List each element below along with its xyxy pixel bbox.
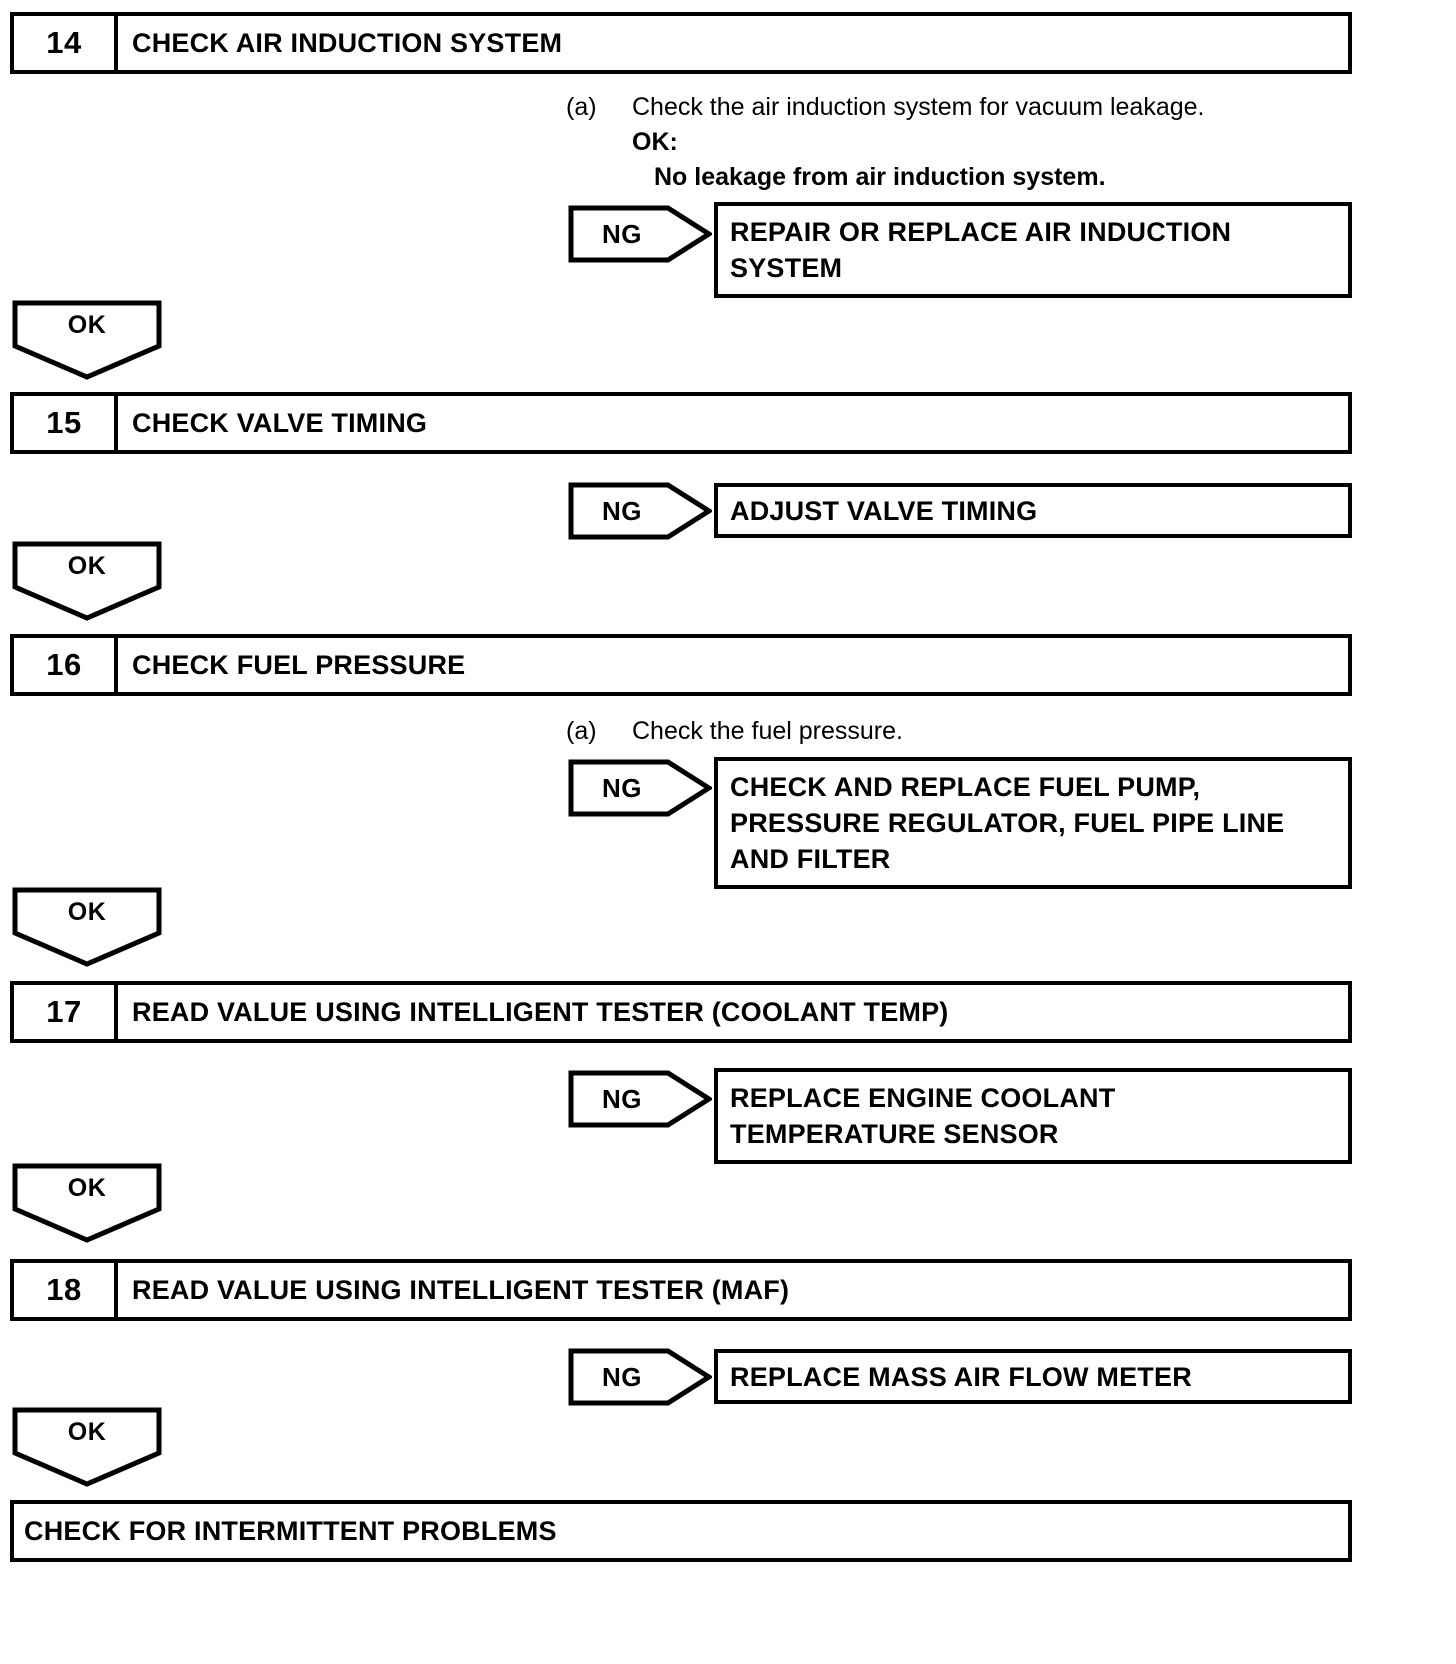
ok-connector-16: OK: [12, 887, 162, 967]
ng-result-line-17-1: REPLACE ENGINE COOLANT: [730, 1083, 1116, 1113]
step-title-17: READ VALUE USING INTELLIGENT TESTER (COO…: [132, 996, 949, 1027]
step-bar-17: 17 READ VALUE USING INTELLIGENT TESTER (…: [10, 981, 1352, 1043]
ng-result-line-16-2: PRESSURE REGULATOR, FUEL PIPE LINE: [730, 808, 1285, 838]
ok-connector-17: OK: [12, 1163, 162, 1243]
final-bar: CHECK FOR INTERMITTENT PROBLEMS: [10, 1500, 1352, 1562]
ng-arrow-17: NG: [568, 1070, 712, 1128]
ok-label-15: OK: [67, 551, 107, 580]
ng-result-line-16-1: CHECK AND REPLACE FUEL PUMP,: [730, 772, 1201, 802]
step-number-18: 18: [14, 1263, 118, 1317]
step-number-14: 14: [14, 16, 118, 70]
step-title-18: READ VALUE USING INTELLIGENT TESTER (MAF…: [132, 1274, 790, 1305]
ng-arrow-shape-icon: [568, 205, 712, 263]
ng-arrow-15: NG: [568, 482, 712, 540]
ng-label-16: NG: [602, 772, 642, 803]
ok-connector-14: OK: [12, 300, 162, 380]
ng-arrow-shape-icon: [568, 482, 712, 540]
ok-connector-15: OK: [12, 541, 162, 621]
ok-label-18: OK: [67, 1417, 107, 1446]
ok-pentagon-shape-icon: [12, 300, 162, 380]
ng-result-box-14: REPAIR OR REPLACE AIR INDUCTION SYSTEM: [714, 202, 1352, 298]
instruction-line-14-3: No leakage from air induction system.: [654, 163, 1106, 191]
step-number-16: 16: [14, 638, 118, 692]
ok-pentagon-shape-icon: [12, 1407, 162, 1487]
ng-arrow-shape-icon: [568, 759, 712, 817]
step-title-14: CHECK AIR INDUCTION SYSTEM: [132, 27, 563, 58]
ng-arrow-18: NG: [568, 1348, 712, 1406]
ng-arrow-shape-icon: [568, 1070, 712, 1128]
ok-pentagon-shape-icon: [12, 1163, 162, 1243]
ng-arrow-16: NG: [568, 759, 712, 817]
ok-label-17: OK: [67, 1173, 107, 1202]
ng-label-15: NG: [602, 495, 642, 526]
ng-result-box-16: CHECK AND REPLACE FUEL PUMP, PRESSURE RE…: [714, 757, 1352, 889]
step-number-17: 17: [14, 985, 118, 1039]
step-bar-15: 15 CHECK VALVE TIMING: [10, 392, 1352, 454]
ng-result-line-18-1: REPLACE MASS AIR FLOW METER: [730, 1361, 1192, 1392]
ng-arrow-shape-icon: [568, 1348, 712, 1406]
ng-label-14: NG: [602, 218, 642, 249]
instruction-line-16-1: Check the fuel pressure.: [632, 717, 903, 745]
ng-result-box-15: ADJUST VALVE TIMING: [714, 483, 1352, 538]
ng-result-line-17-2: TEMPERATURE SENSOR: [730, 1119, 1059, 1149]
ok-pentagon-shape-icon: [12, 541, 162, 621]
ng-result-box-18: REPLACE MASS AIR FLOW METER: [714, 1349, 1352, 1404]
ng-label-17: NG: [602, 1083, 642, 1114]
ok-connector-18: OK: [12, 1407, 162, 1487]
ng-result-line-15-1: ADJUST VALVE TIMING: [730, 495, 1038, 526]
final-title: CHECK FOR INTERMITTENT PROBLEMS: [24, 1515, 557, 1546]
ng-result-line-14-1: REPAIR OR REPLACE AIR INDUCTION: [730, 217, 1232, 247]
step-title-16: CHECK FUEL PRESSURE: [132, 649, 466, 680]
ng-result-line-14-2: SYSTEM: [730, 253, 843, 283]
ok-label-14: OK: [67, 310, 107, 339]
instruction-line-14-2: OK:: [632, 128, 678, 156]
ng-label-18: NG: [602, 1361, 642, 1392]
ok-label-16: OK: [67, 897, 107, 926]
instruction-marker-14: (a): [566, 93, 597, 121]
ng-result-box-17: REPLACE ENGINE COOLANT TEMPERATURE SENSO…: [714, 1068, 1352, 1164]
ok-pentagon-shape-icon: [12, 887, 162, 967]
step-number-15: 15: [14, 396, 118, 450]
instruction-line-14-1: Check the air induction system for vacuu…: [632, 93, 1205, 121]
ng-arrow-14: NG: [568, 205, 712, 263]
ng-result-line-16-3: AND FILTER: [730, 844, 891, 874]
instruction-marker-16: (a): [566, 717, 597, 745]
step-title-15: CHECK VALVE TIMING: [132, 407, 428, 438]
step-bar-14: 14 CHECK AIR INDUCTION SYSTEM: [10, 12, 1352, 74]
step-bar-18: 18 READ VALUE USING INTELLIGENT TESTER (…: [10, 1259, 1352, 1321]
step-bar-16: 16 CHECK FUEL PRESSURE: [10, 634, 1352, 696]
instruction-block-16: (a) Check the fuel pressure.: [566, 714, 903, 749]
instruction-block-14: (a) Check the air induction system for v…: [566, 90, 1205, 195]
